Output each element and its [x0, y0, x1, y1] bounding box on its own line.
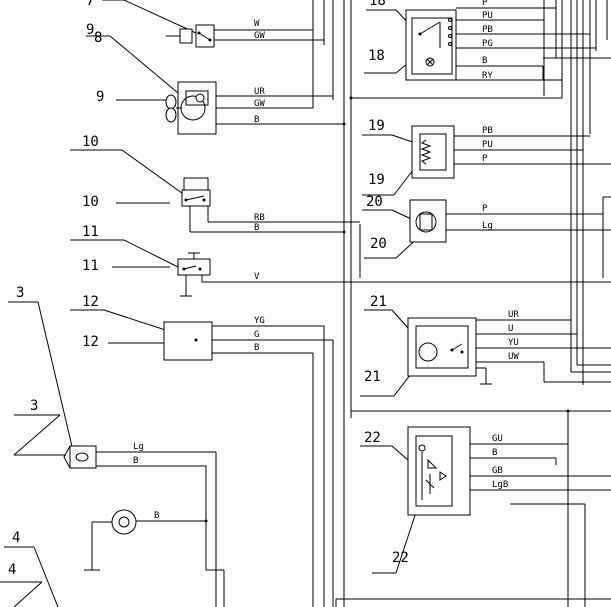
component-7: 7 W GW — [86, 0, 325, 48]
component-22: 22 22 GU B GB LgB — [360, 411, 611, 574]
component-9-label-b: 9 — [96, 89, 104, 105]
wire-label-c18-5: B — [482, 56, 487, 66]
wire-label-c22-4: LgB — [492, 480, 508, 490]
component-18-label-b: 18 — [368, 48, 385, 64]
wire-label-c9-3: B — [254, 115, 259, 125]
component-18: 18 18 P PU PB PG B RY — [349, 0, 611, 100]
wire-label-c10-1: RB — [254, 213, 265, 223]
component-20-label-b: 20 — [370, 236, 387, 252]
wire-label-c22-3: GB — [492, 466, 503, 476]
component-3-label-b: 3 — [30, 398, 38, 414]
wire-label-c18-3: PB — [482, 25, 493, 35]
component-4-label-a: 4 — [12, 530, 20, 546]
component-9-label-a: 9 — [86, 22, 94, 38]
component-22-label-a: 22 — [364, 430, 381, 446]
wire-label-c12-3: B — [254, 343, 259, 353]
component-4-label-b: 4 — [8, 562, 16, 578]
component-8-label: 8 — [94, 30, 102, 46]
wire-label-c3-1: Lg — [133, 442, 144, 452]
wire-label-c21-2: U — [508, 324, 513, 334]
wire-label-c21-4: UW — [508, 352, 519, 362]
wire-label-c3-2: B — [133, 456, 138, 466]
component-19-label-a: 19 — [368, 118, 385, 134]
component-4: B 4 4 — [0, 509, 208, 607]
component-18-label-a: 18 — [369, 0, 386, 9]
component-19-label-b: 19 — [368, 172, 385, 188]
component-12: 12 12 YG G B — [70, 294, 334, 607]
component-7-label: 7 — [86, 0, 94, 9]
wire-label-c12-1: YG — [254, 316, 265, 326]
wire-label-c7-2: GW — [254, 31, 265, 41]
wire-label-c18-1: P — [482, 0, 488, 8]
component-11: 11 11 V — [70, 224, 611, 297]
wire-label-c21-1: UR — [508, 310, 519, 320]
component-3: 3 3 Lg B — [8, 285, 225, 607]
wire-label-c9-2: GW — [254, 99, 265, 109]
component-20-label-a: 20 — [366, 194, 383, 210]
component-11-label-a: 11 — [82, 224, 99, 240]
component-9: 9 8 9 UR GW B — [86, 0, 346, 135]
component-21-label-b: 21 — [364, 369, 381, 385]
wire-label-c10-2: B — [254, 223, 259, 233]
component-10-label-a: 10 — [82, 134, 99, 150]
wire-label-c9-1: UR — [254, 87, 265, 97]
wire-label-c19-3: P — [482, 154, 488, 164]
wire-label-c11-1: V — [254, 272, 260, 282]
component-19: 19 19 PB PU P — [362, 118, 611, 196]
component-11-label-b: 11 — [82, 258, 99, 274]
component-12-label-b: 12 — [82, 334, 99, 350]
component-10: 10 10 RB B — [70, 134, 360, 234]
component-3-label-a: 3 — [16, 285, 24, 301]
component-10-label-b: 10 — [82, 194, 99, 210]
wire-label-c22-1: GU — [492, 434, 503, 444]
wire-label-c20-2: Lg — [482, 221, 493, 231]
component-12-label-a: 12 — [82, 294, 99, 310]
component-20: 20 20 P Lg — [362, 194, 611, 259]
wire-label-c4-1: B — [154, 511, 159, 521]
component-21: 21 21 UR U YU UW — [360, 294, 611, 397]
vertical-bus-lines — [312, 0, 608, 607]
wire-label-c18-2: PU — [482, 11, 493, 21]
wire-label-c18-6: RY — [482, 71, 493, 81]
wire-label-c7-1: W — [254, 19, 260, 29]
wire-label-c19-1: PB — [482, 126, 493, 136]
wire-label-c18-4: PG — [482, 39, 493, 49]
wire-label-c20-1: P — [482, 204, 488, 214]
wire-label-c22-2: B — [492, 448, 497, 458]
wire-label-c12-2: G — [254, 330, 259, 340]
wire-label-c19-2: PU — [482, 140, 493, 150]
wire-label-c21-3: YU — [508, 338, 519, 348]
component-21-label-a: 21 — [370, 294, 387, 310]
